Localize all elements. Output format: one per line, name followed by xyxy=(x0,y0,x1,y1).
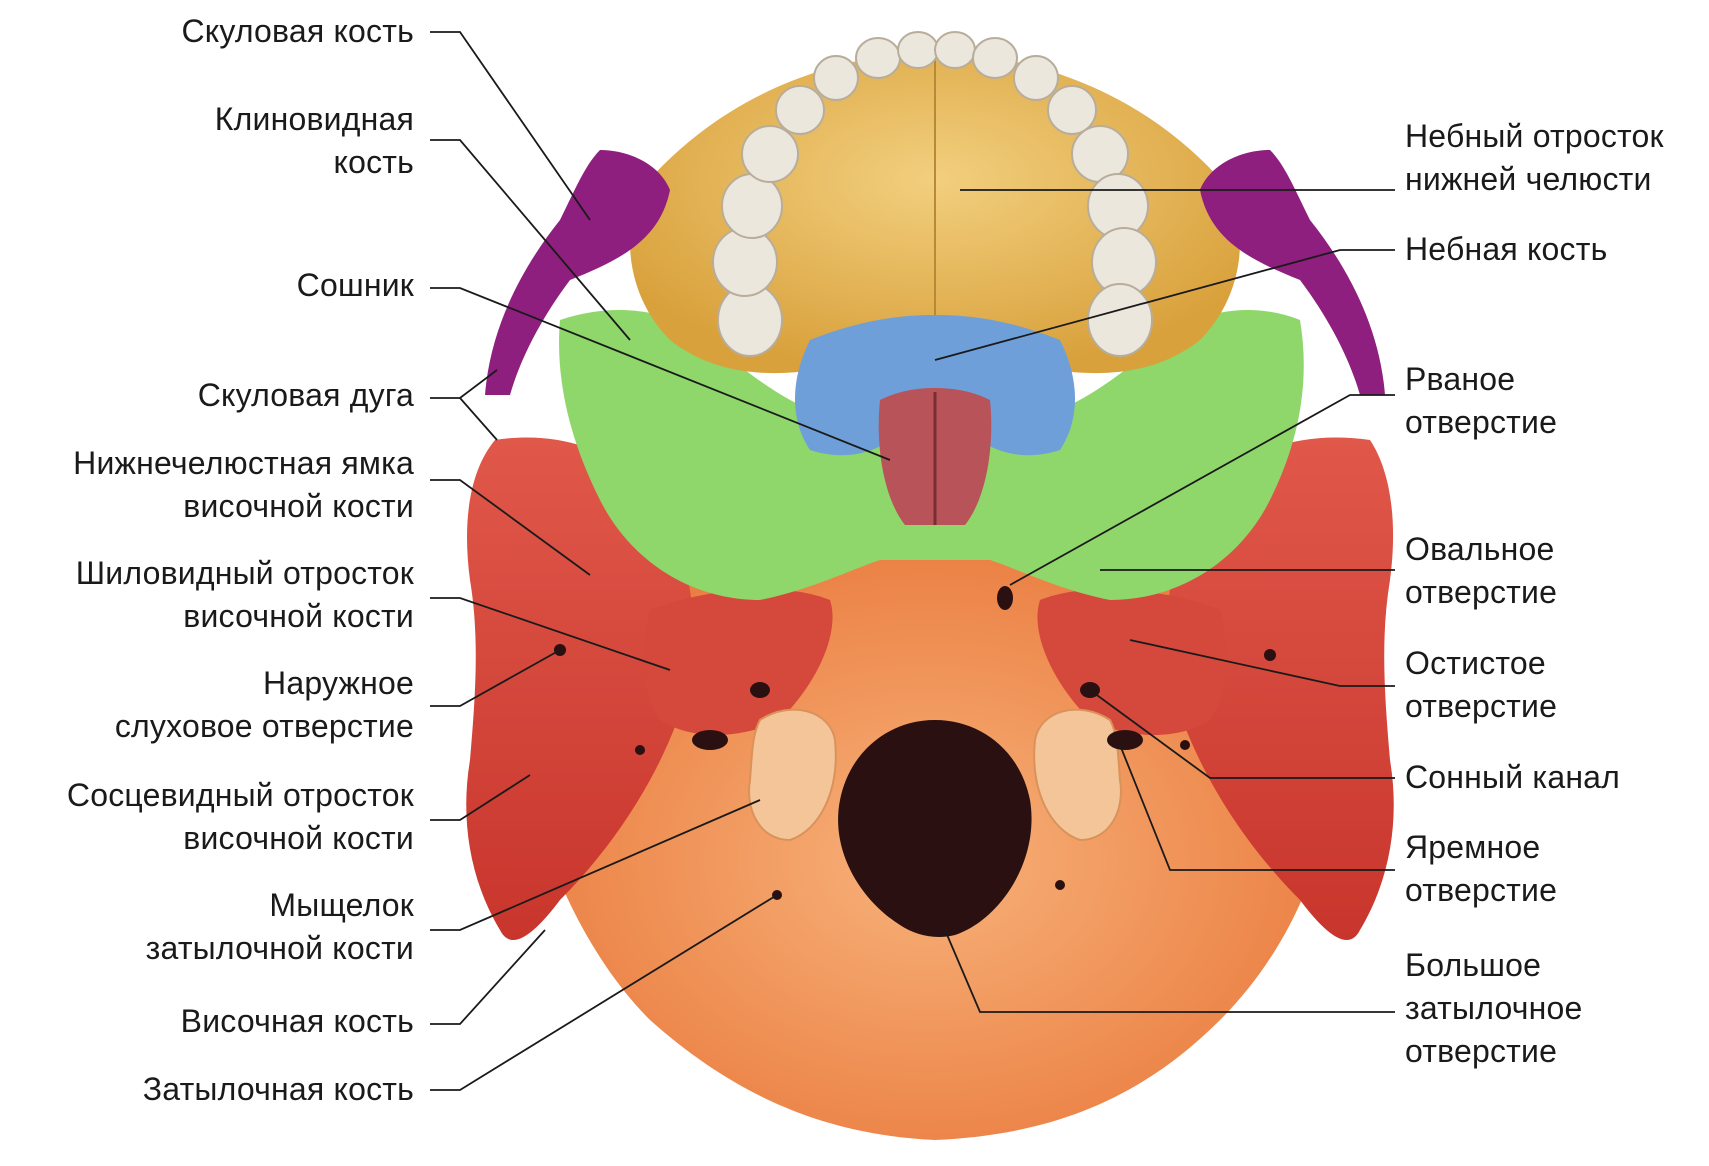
leader-occipital-bone xyxy=(430,895,777,1090)
label-foramen-magnum: Большое затылочное отверстие xyxy=(1405,944,1582,1073)
label-mandibular-fossa: Нижнечелюстная ямка височной кости xyxy=(73,442,414,528)
label-jugular-foramen: Яремное отверстие xyxy=(1405,826,1557,912)
leader-jugular-foramen xyxy=(1120,745,1395,870)
leader-zygomatic-bone xyxy=(430,32,590,220)
label-vomer: Сошник xyxy=(297,264,414,307)
label-occipital-condyle: Мыщелок затылочной кости xyxy=(146,884,414,970)
label-external-acoustic: Наружное слуховое отверстие xyxy=(115,662,414,748)
leader-carotid-canal xyxy=(1090,690,1395,778)
leader-foramen-magnum xyxy=(945,930,1395,1012)
label-sphenoid-bone: Клиновидная кость xyxy=(215,98,414,184)
leader-zygomatic-arch-b xyxy=(460,398,497,440)
leader-occipital-condyle xyxy=(430,800,760,930)
label-foramen-spinosum: Остистое отверстие xyxy=(1405,642,1557,728)
leader-vomer xyxy=(430,288,890,460)
leader-temporal-bone xyxy=(430,930,545,1024)
label-zygomatic-bone: Скуловая кость xyxy=(181,10,414,53)
leader-mandibular-fossa xyxy=(430,480,590,575)
label-palatine-process: Небный отросток нижней челюсти xyxy=(1405,115,1664,201)
label-foramen-lacerum: Рваное отверстие xyxy=(1405,358,1557,444)
label-carotid-canal: Сонный канал xyxy=(1405,756,1620,799)
leader-external-acoustic xyxy=(430,650,560,706)
leader-mastoid-process xyxy=(430,775,530,820)
label-temporal-bone: Височная кость xyxy=(181,1000,414,1043)
leader-zygomatic-arch-a xyxy=(430,370,497,398)
label-zygomatic-arch: Скуловая дуга xyxy=(198,374,414,417)
leader-foramen-lacerum xyxy=(1010,395,1395,585)
leader-styloid-process xyxy=(430,598,670,670)
label-styloid-process: Шиловидный отросток височной кости xyxy=(76,552,414,638)
leader-palatine-bone xyxy=(935,250,1395,360)
leader-sphenoid-bone xyxy=(430,140,630,340)
label-occipital-bone: Затылочная кость xyxy=(143,1068,414,1111)
label-palatine-bone: Небная кость xyxy=(1405,228,1607,271)
leader-foramen-spinosum xyxy=(1130,640,1395,686)
label-foramen-ovale: Овальное отверстие xyxy=(1405,528,1557,614)
label-mastoid-process: Сосцевидный отросток височной кости xyxy=(67,774,414,860)
